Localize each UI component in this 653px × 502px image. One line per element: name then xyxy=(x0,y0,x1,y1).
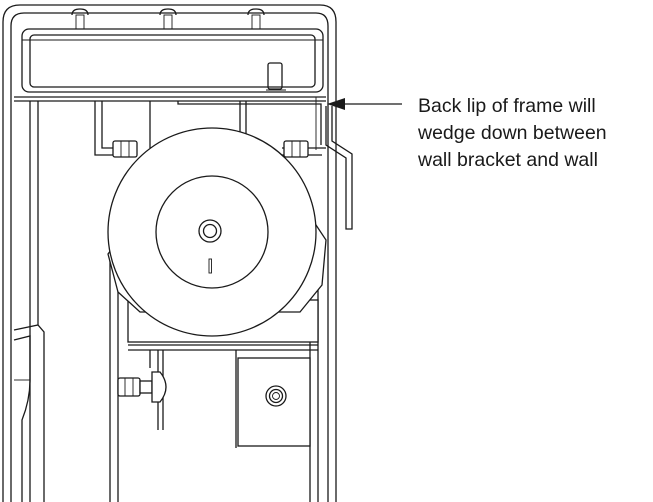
top-clip xyxy=(266,62,286,91)
callout-line-2: wedge down between xyxy=(418,122,607,144)
callout-text: Back lip of frame will wedge down betwee… xyxy=(418,93,650,174)
back-lip xyxy=(177,97,353,230)
lower-plate xyxy=(237,357,311,447)
callout-line-3: wall bracket and wall xyxy=(418,149,598,171)
callout-line-1: Back lip of frame will xyxy=(418,95,596,117)
top-rail xyxy=(14,28,326,102)
side-bolt xyxy=(117,371,167,403)
left-side-plate xyxy=(13,101,45,502)
drive-wheel xyxy=(107,127,327,337)
bracket-nuts xyxy=(112,140,309,158)
outer-frame xyxy=(2,4,337,502)
callout-arrow xyxy=(327,98,402,110)
top-bolts xyxy=(71,8,265,30)
